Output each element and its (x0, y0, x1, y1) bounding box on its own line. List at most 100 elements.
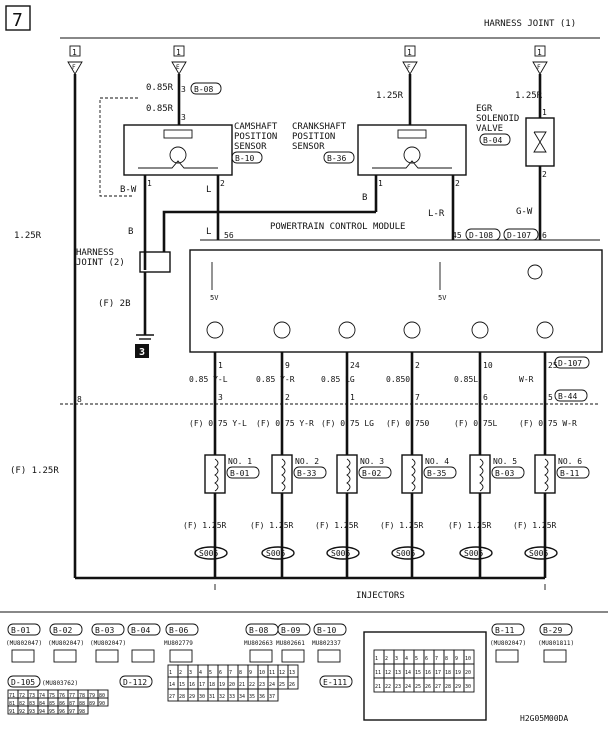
injector-driver-icon (206, 321, 224, 339)
grid-cell (77, 705, 89, 715)
grid-pin-label: 94 (39, 709, 45, 715)
crank-ground-route (162, 210, 376, 252)
grid-pin-label: 12 (385, 670, 391, 676)
grid-pin-label: 15 (415, 670, 421, 676)
legend-conn-part: MU802337 (312, 640, 341, 647)
injectors-label: INJECTORS (356, 591, 405, 601)
crank-label-box: CRANKSHAFT POSITION SENSOR (292, 122, 346, 152)
splice-badge (326, 546, 360, 560)
injector-joint-pin: 7 (415, 393, 420, 402)
injector-driver-icon (471, 321, 489, 339)
legend-conn-badge (277, 623, 311, 636)
injector-conn: B-33 (297, 469, 316, 478)
pcm-conn-a: D-108 (469, 231, 493, 240)
grid-pin-label: 26 (425, 684, 431, 690)
cam-conn-badge (231, 151, 263, 164)
grid-pin-label: 10 (465, 656, 471, 662)
grid-pin-label: 9 (249, 670, 252, 676)
crank-wire-top: 1.25R (376, 91, 404, 101)
grid-pin-label: 5 (415, 656, 418, 662)
cam-wire-top: 0.85R (146, 83, 174, 93)
harness-joint2-box (139, 251, 171, 273)
footer-code: H2G05M00DA (520, 714, 568, 723)
grid-pin-label: 82 (19, 701, 25, 707)
legend-conn-badge (313, 623, 347, 636)
injector-feed-label: (F) 1.25R (250, 521, 294, 530)
injector-conn-badge (556, 466, 590, 479)
egr-label-box: EGR SOLENOID VALVE (476, 104, 519, 134)
fuse-box-2 (173, 45, 185, 57)
injector-driver-icon (536, 321, 554, 339)
ground-number-box (135, 344, 149, 358)
fuse-triangle-3 (402, 61, 418, 75)
pcm-pin-6: 6 (542, 231, 547, 240)
legend-conn-part: (MU802047) (48, 640, 84, 647)
fuse-triangle-1 (67, 61, 83, 75)
grid-pin-label: 89 (89, 701, 95, 707)
grid-pin-label: 6 (425, 656, 428, 662)
legend-conn-shape (131, 649, 155, 663)
injector-fused-wire: (F) 0.75 Y-R (256, 419, 314, 428)
grid-pin-label: 37 (269, 694, 275, 700)
grid-pin-label: 16 (425, 670, 431, 676)
page-number-box (5, 5, 31, 31)
grid-pin-label: 23 (395, 684, 401, 690)
injector-driver-icon (403, 321, 421, 339)
fuse-markers: 1 F 1 E 1 F 1 F (67, 45, 548, 75)
pcm-5v-b: 5V (438, 294, 447, 302)
injector-number: NO. 1 (228, 457, 252, 466)
crank-sensor-box (357, 124, 467, 176)
legend-conn-part: (MU802047) (6, 640, 42, 647)
grid-pin-label: 93 (29, 709, 35, 715)
injector-fused-wire: (F) 0.75 Y-L (189, 419, 247, 428)
grid-pin-label: 28 (445, 684, 451, 690)
splice-badge (459, 546, 493, 560)
grid-pin-label: 11 (269, 670, 275, 676)
legend-conn-id: B-09 (281, 626, 300, 635)
header-title: HARNESS JOINT (1) (484, 19, 576, 29)
injector-conn-badge (491, 466, 525, 479)
crank-pin1: 1 (378, 179, 383, 188)
injector-wire-label: 0.85L (454, 375, 478, 384)
grid-pin-label: 23 (259, 682, 265, 688)
grid-pin-label: 73 (29, 693, 35, 699)
grid-pin-label: 72 (19, 693, 25, 699)
legend-conn-badge (7, 675, 41, 688)
fuse-4: 1 (537, 48, 542, 57)
grid-pin-label: 29 (455, 684, 461, 690)
injector-joint-pin: 2 (285, 393, 290, 402)
grid-pin-label: 11 (375, 670, 381, 676)
legend-conn-badge (491, 623, 525, 636)
legend-conn-part: (MU801811) (538, 640, 574, 647)
crank-output-trace (372, 160, 452, 169)
injector-conn-badge (358, 466, 392, 479)
splice-badge (524, 546, 558, 560)
page-number: 7 (12, 10, 23, 31)
egr-pin2: 2 (542, 170, 547, 179)
grid-pin-label: 21 (239, 682, 245, 688)
legend-conn-id: B-29 (543, 626, 562, 635)
legend-conn-badge (127, 623, 161, 636)
injector-layer: 10.85 Y-L3(F) 0.75 Y-LNO. 1B-01(F) 1.25R… (183, 321, 590, 578)
grid-pin-label: 74 (39, 693, 45, 699)
fuse-triangle-4 (532, 61, 548, 75)
pcm-conn-b: D-107 (507, 231, 531, 240)
injector-coil-box (204, 454, 226, 494)
left-wire-label: 1.25R (14, 231, 42, 241)
legend-conn-id: B-03 (95, 626, 114, 635)
crank-pin2: 2 (455, 179, 460, 188)
grid-cell (287, 676, 299, 690)
injector-conn-badge (293, 466, 327, 479)
grid-pin-label: 12 (279, 670, 285, 676)
legend-conn-badge (7, 623, 41, 636)
crank-b-label: B (362, 193, 367, 203)
grid-pin-label: 5 (209, 670, 212, 676)
injector-coil-icon (346, 458, 351, 492)
cam-label-box: CAMSHAFT POSITION SENSOR (234, 122, 277, 152)
injector-wire-label: 0.85 LG (321, 375, 355, 384)
injector-number: NO. 3 (360, 457, 384, 466)
grid-pin-label: 26 (289, 682, 295, 688)
injector-number: NO. 6 (558, 457, 582, 466)
legend-conn-shape (495, 649, 519, 663)
